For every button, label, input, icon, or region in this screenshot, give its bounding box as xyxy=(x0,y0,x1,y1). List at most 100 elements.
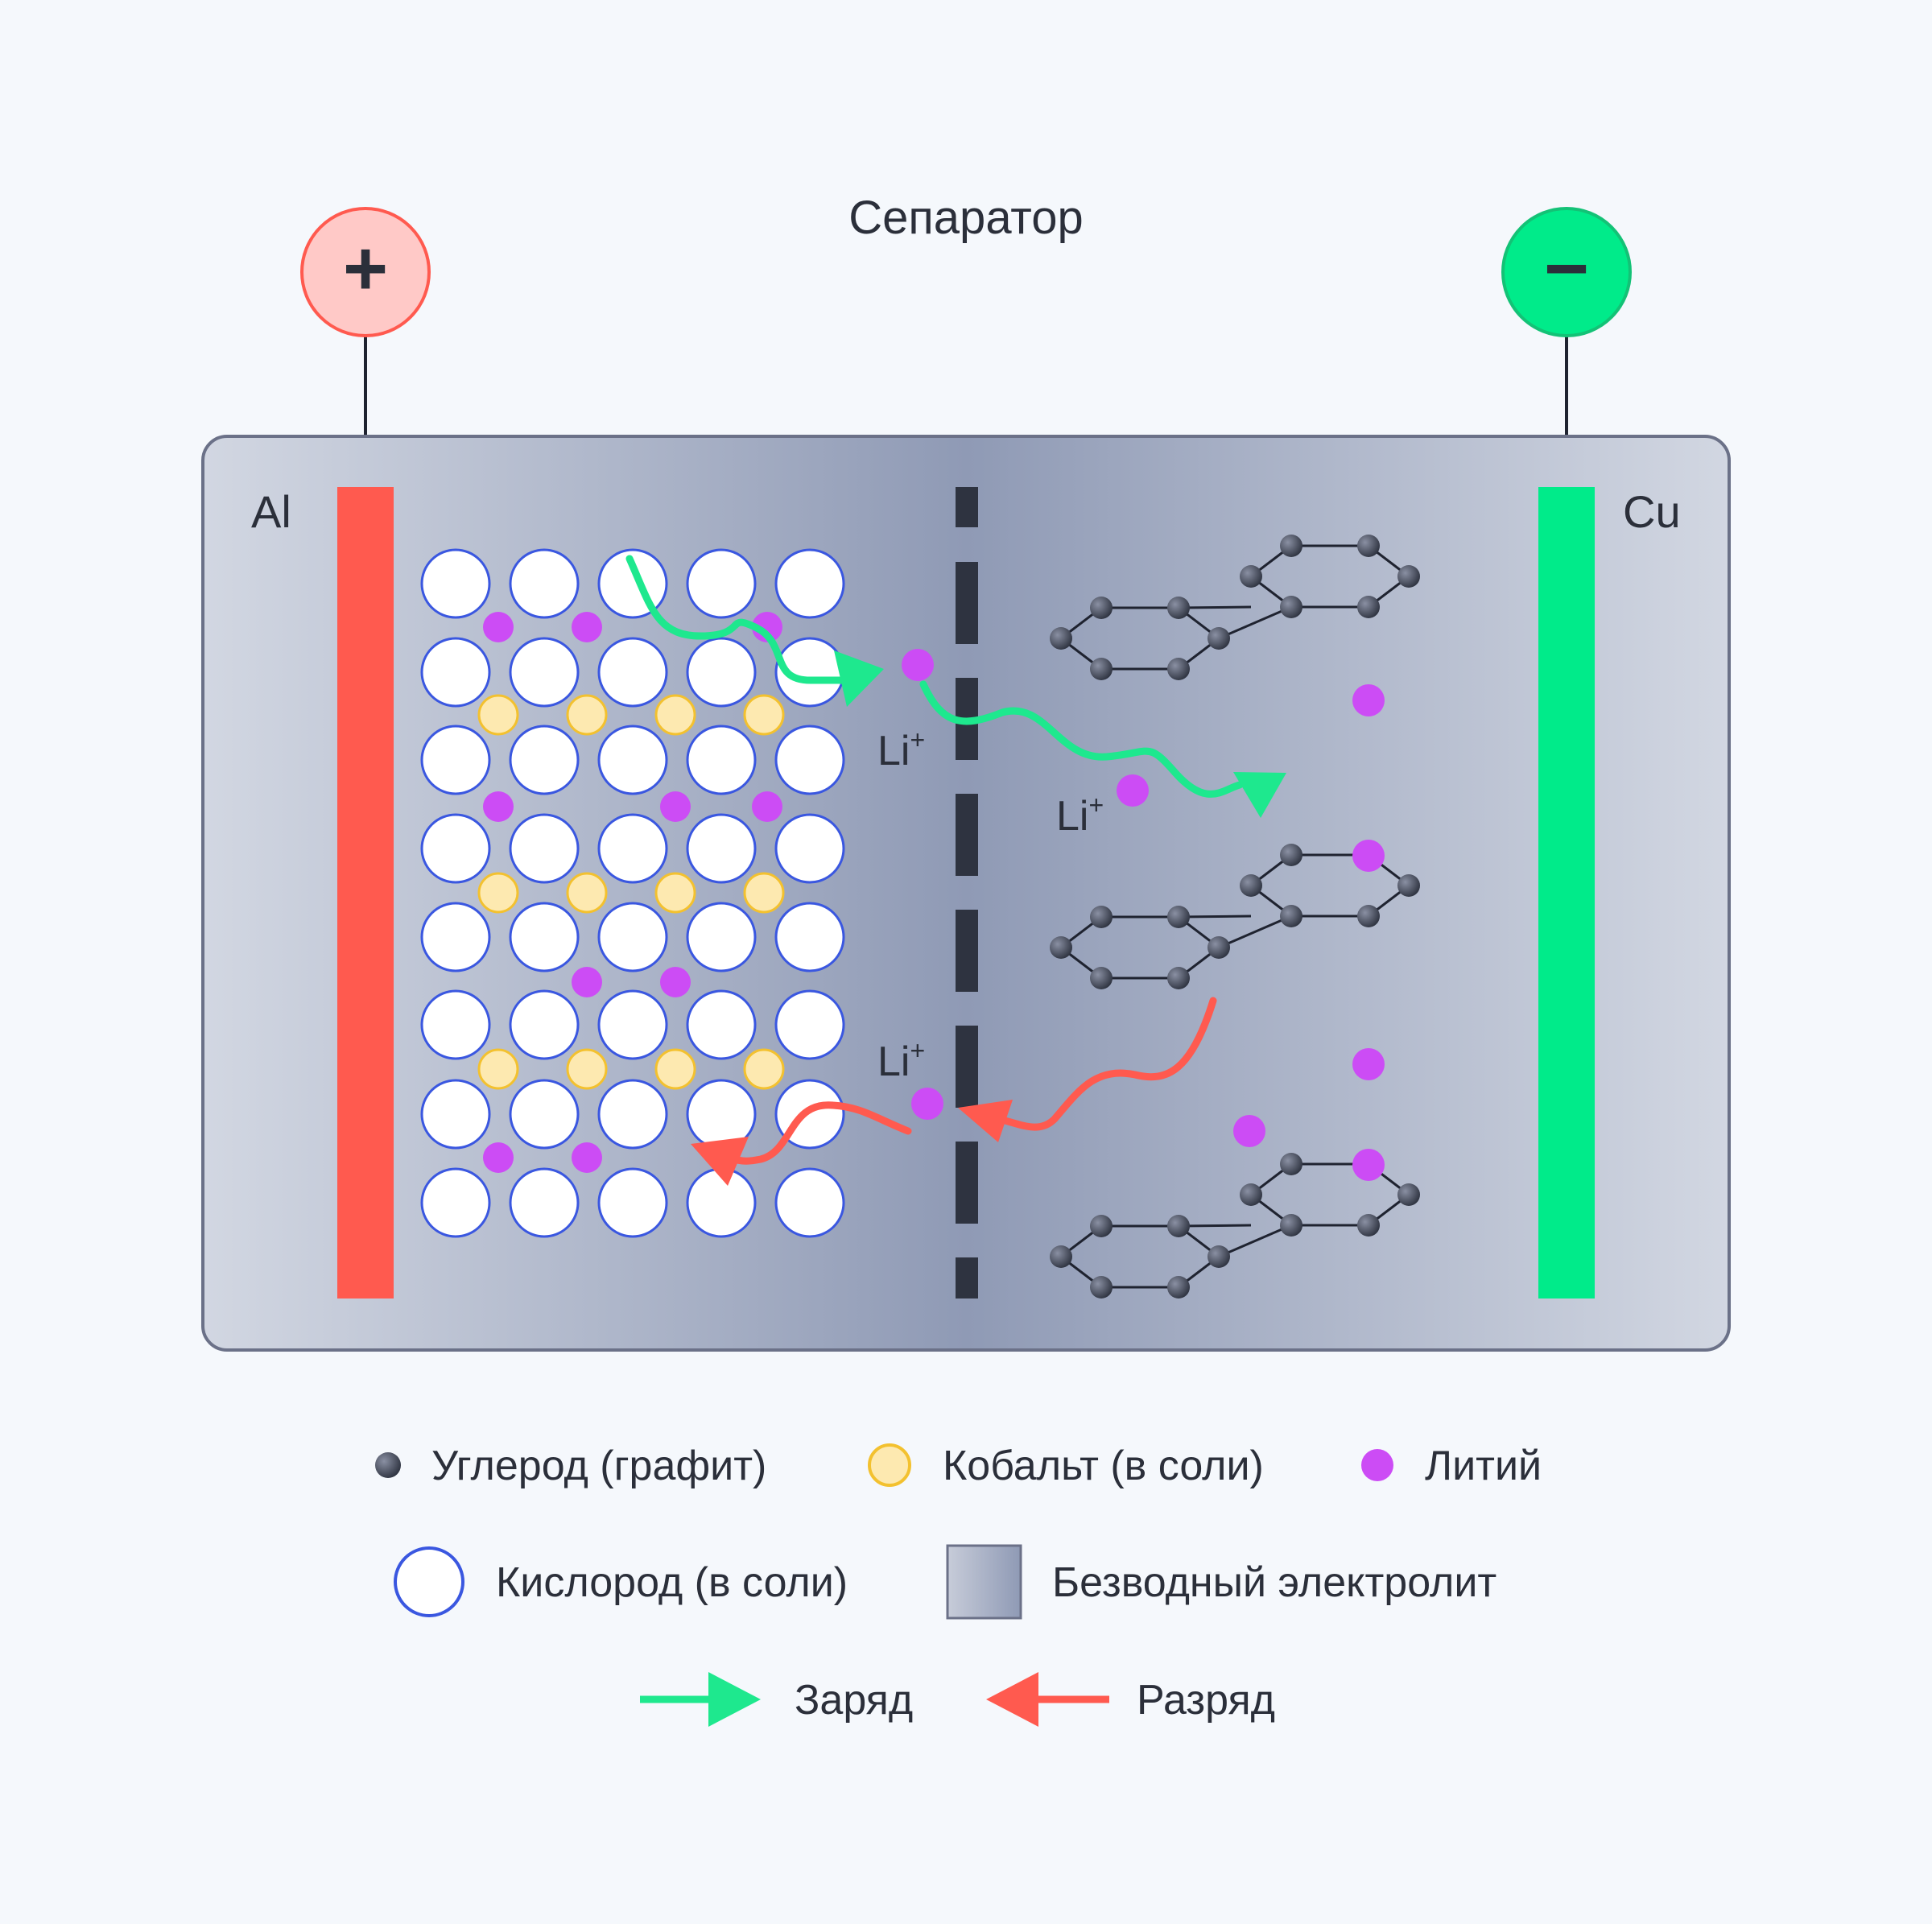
oxygen-atom xyxy=(509,637,580,708)
oxygen-atom xyxy=(420,813,491,884)
oxygen-atom xyxy=(597,637,668,708)
graphite-layer xyxy=(1050,844,1420,989)
cobalt-atom xyxy=(654,1048,696,1090)
charge-arrow-path xyxy=(625,555,849,684)
electrolyte-container xyxy=(201,435,1731,1352)
al-label: Al xyxy=(251,486,291,537)
legend-electrolyte-label: Безводный электролит xyxy=(1052,1559,1496,1606)
oxygen-atom xyxy=(597,1079,668,1150)
oxygen-atom xyxy=(774,902,845,972)
cu-label: Cu xyxy=(1623,486,1681,537)
carbon-atom xyxy=(1167,1215,1190,1237)
lithium-atom xyxy=(572,1142,602,1173)
carbon-atom xyxy=(1050,1245,1072,1268)
oxygen-atom xyxy=(774,725,845,795)
lithium-ion xyxy=(902,649,934,681)
aluminum-electrode xyxy=(337,487,394,1298)
lithium-atom xyxy=(660,967,691,997)
carbon-atom xyxy=(1090,1276,1113,1298)
oxygen-atom xyxy=(774,1167,845,1238)
oxygen-atom xyxy=(597,902,668,972)
lithium-atom xyxy=(660,791,691,822)
carbon-atom xyxy=(1167,658,1190,680)
lithium-ion xyxy=(1352,1048,1385,1080)
carbon-atom xyxy=(1357,535,1380,557)
oxygen-atom xyxy=(509,1079,580,1150)
lithium-ion xyxy=(1233,1115,1265,1147)
graphite-layer xyxy=(1050,535,1420,680)
oxygen-atom xyxy=(686,989,757,1060)
carbon-bond xyxy=(1178,605,1252,609)
cobalt-atom xyxy=(743,872,785,914)
lithium-atom xyxy=(483,1142,514,1173)
cobalt-atom xyxy=(566,1048,608,1090)
carbon-bond xyxy=(1218,605,1292,640)
oxygen-atom xyxy=(597,1167,668,1238)
cobalt-atom xyxy=(566,694,608,736)
carbon-atom xyxy=(1050,936,1072,959)
carbon-atom xyxy=(1240,874,1262,897)
carbon-atom xyxy=(1357,905,1380,927)
lithium-ion xyxy=(1352,684,1385,716)
oxygen-atom xyxy=(597,989,668,1060)
charge-arrows xyxy=(625,555,1286,818)
cobalt-atom xyxy=(654,694,696,736)
carbon-atom xyxy=(1050,627,1072,650)
legend-charge-label: Заряд xyxy=(795,1677,913,1724)
cobalt-atom xyxy=(477,1048,519,1090)
positive-terminal: + xyxy=(300,207,431,487)
carbon-legend-icon xyxy=(375,1452,401,1478)
oxygen-atom xyxy=(509,548,580,619)
electrolyte-legend-swatch xyxy=(946,1544,1022,1620)
carbon-atom xyxy=(1397,874,1420,897)
charge-arrowhead xyxy=(1233,772,1286,818)
copper-electrode xyxy=(1538,487,1595,1298)
discharge-arrowhead xyxy=(958,1100,1013,1142)
carbon-atom xyxy=(1208,936,1230,959)
legend-oxygen-label: Кислород (в соли) xyxy=(496,1559,848,1606)
cobalt-atom xyxy=(743,1048,785,1090)
carbon-atom xyxy=(1090,658,1113,680)
lithium-ion xyxy=(1352,840,1385,872)
lithium-ion xyxy=(1117,774,1149,807)
carbon-atom xyxy=(1090,1215,1113,1237)
charge-legend-arrow xyxy=(640,1672,761,1727)
oxygen-atom xyxy=(774,548,845,619)
carbon-atom xyxy=(1280,596,1302,618)
carbon-atom xyxy=(1280,535,1302,557)
oxygen-atom xyxy=(420,989,491,1060)
carbon-atom xyxy=(1208,627,1230,650)
discharge-legend-arrow xyxy=(986,1672,1109,1727)
discharge-arrows xyxy=(691,997,1217,1186)
oxygen-atom xyxy=(686,902,757,972)
carbon-atom xyxy=(1280,1214,1302,1237)
lithium-legend-icon xyxy=(1361,1449,1393,1481)
oxygen-atom xyxy=(509,725,580,795)
carbon-atom xyxy=(1167,1276,1190,1298)
oxygen-atom xyxy=(597,813,668,884)
discharge-arrow-path xyxy=(994,997,1217,1131)
carbon-atom xyxy=(1280,905,1302,927)
carbon-atom xyxy=(1167,967,1190,989)
oxygen-atom xyxy=(774,813,845,884)
legend-carbon-label: Углерод (графит) xyxy=(431,1443,766,1489)
lithium-atom xyxy=(572,967,602,997)
lithium-atom xyxy=(483,612,514,642)
oxygen-legend-icon xyxy=(394,1546,464,1617)
carbon-atom xyxy=(1240,565,1262,588)
oxygen-atom xyxy=(509,902,580,972)
lithium-ion xyxy=(911,1088,943,1120)
carbon-atom xyxy=(1090,906,1113,928)
oxygen-atom xyxy=(509,1167,580,1238)
lithium-atom xyxy=(752,612,782,642)
oxygen-atom xyxy=(420,1079,491,1150)
carbon-atom xyxy=(1208,1245,1230,1268)
separator-label: Сепаратор xyxy=(848,192,1083,244)
oxygen-atom xyxy=(774,989,845,1060)
discharge-arrow-path xyxy=(724,1101,912,1165)
cobalt-atom xyxy=(743,694,785,736)
carbon-atom xyxy=(1167,597,1190,619)
carbon-atom xyxy=(1280,1153,1302,1175)
oxygen-atom xyxy=(420,902,491,972)
legend-lithium-label: Литий xyxy=(1425,1443,1542,1489)
